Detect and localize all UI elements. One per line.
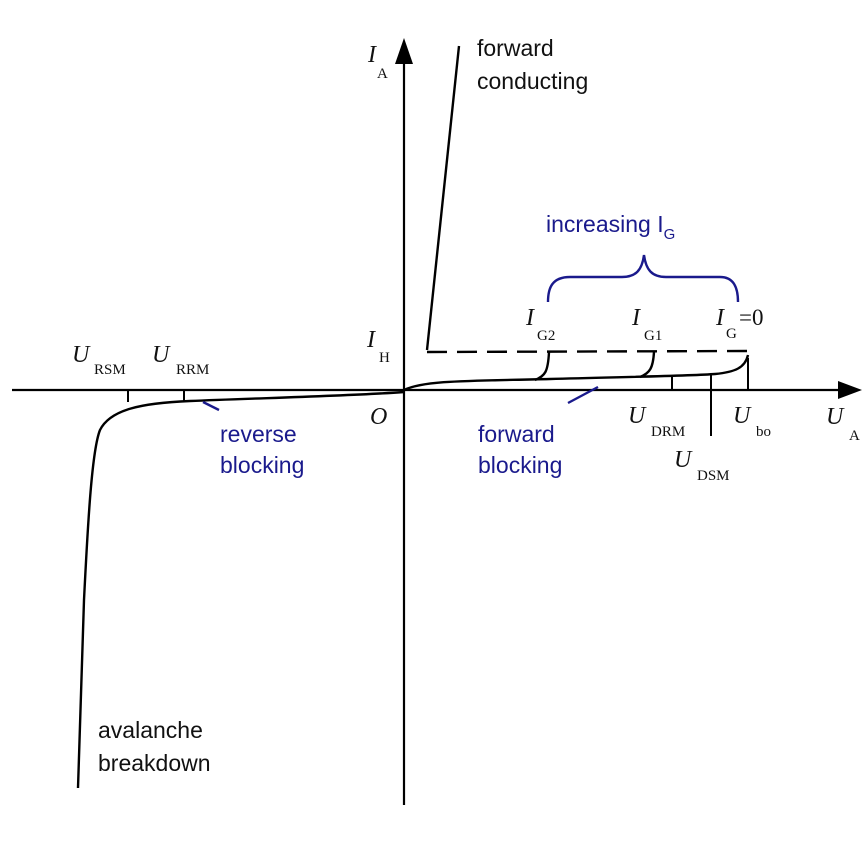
urrm-subscript: RRM — [176, 362, 209, 378]
x-axis-arrow — [838, 381, 862, 399]
reverse-blocking-curve — [76, 390, 405, 789]
y-axis-label: I — [367, 42, 377, 68]
ig0-label: I — [715, 305, 725, 331]
ubo-subscript: bo — [756, 424, 771, 440]
forward-blocking-label: forward blocking — [478, 421, 562, 478]
forward-conducting-label: forward conducting — [477, 35, 588, 94]
ursm-subscript: RSM — [94, 362, 126, 378]
udsm-subscript: DSM — [697, 468, 730, 484]
increasing-ig-label: increasing IG — [546, 211, 675, 243]
ig0-value: =0 — [739, 305, 763, 330]
udrm-label: U — [628, 403, 647, 429]
increasing-ig-brace — [546, 254, 740, 303]
ih-label: I — [366, 327, 376, 353]
forward-blocking-curve — [403, 354, 750, 392]
ig1-branch-curve — [639, 351, 656, 379]
holding-current-line — [426, 349, 749, 354]
ig2-subscript: G2 — [537, 328, 555, 344]
y-axis-arrow — [395, 38, 413, 64]
reverse-blocking-pointer — [202, 400, 220, 412]
forward-conducting-line — [425, 45, 461, 351]
y-axis-subscript: A — [377, 66, 388, 82]
ig0-subscript: G — [726, 326, 737, 342]
x-axis-subscript: A — [849, 428, 860, 444]
ursm-label: U — [72, 342, 91, 368]
ig1-label: I — [631, 305, 641, 331]
forward-blocking-pointer — [567, 385, 599, 405]
ig2-branch-curve — [534, 351, 551, 382]
udsm-label: U — [674, 447, 693, 473]
avalanche-breakdown-label: avalanche breakdown — [98, 717, 211, 776]
reverse-blocking-label: reverse blocking — [220, 421, 304, 478]
x-axis-label: U — [826, 404, 845, 430]
urrm-label: U — [152, 342, 171, 368]
ig1-subscript: G1 — [644, 328, 662, 344]
origin-label: O — [370, 404, 387, 430]
udrm-subscript: DRM — [651, 424, 685, 440]
ih-subscript: H — [379, 350, 390, 366]
ig2-label: I — [525, 305, 535, 331]
ubo-label: U — [733, 403, 752, 429]
